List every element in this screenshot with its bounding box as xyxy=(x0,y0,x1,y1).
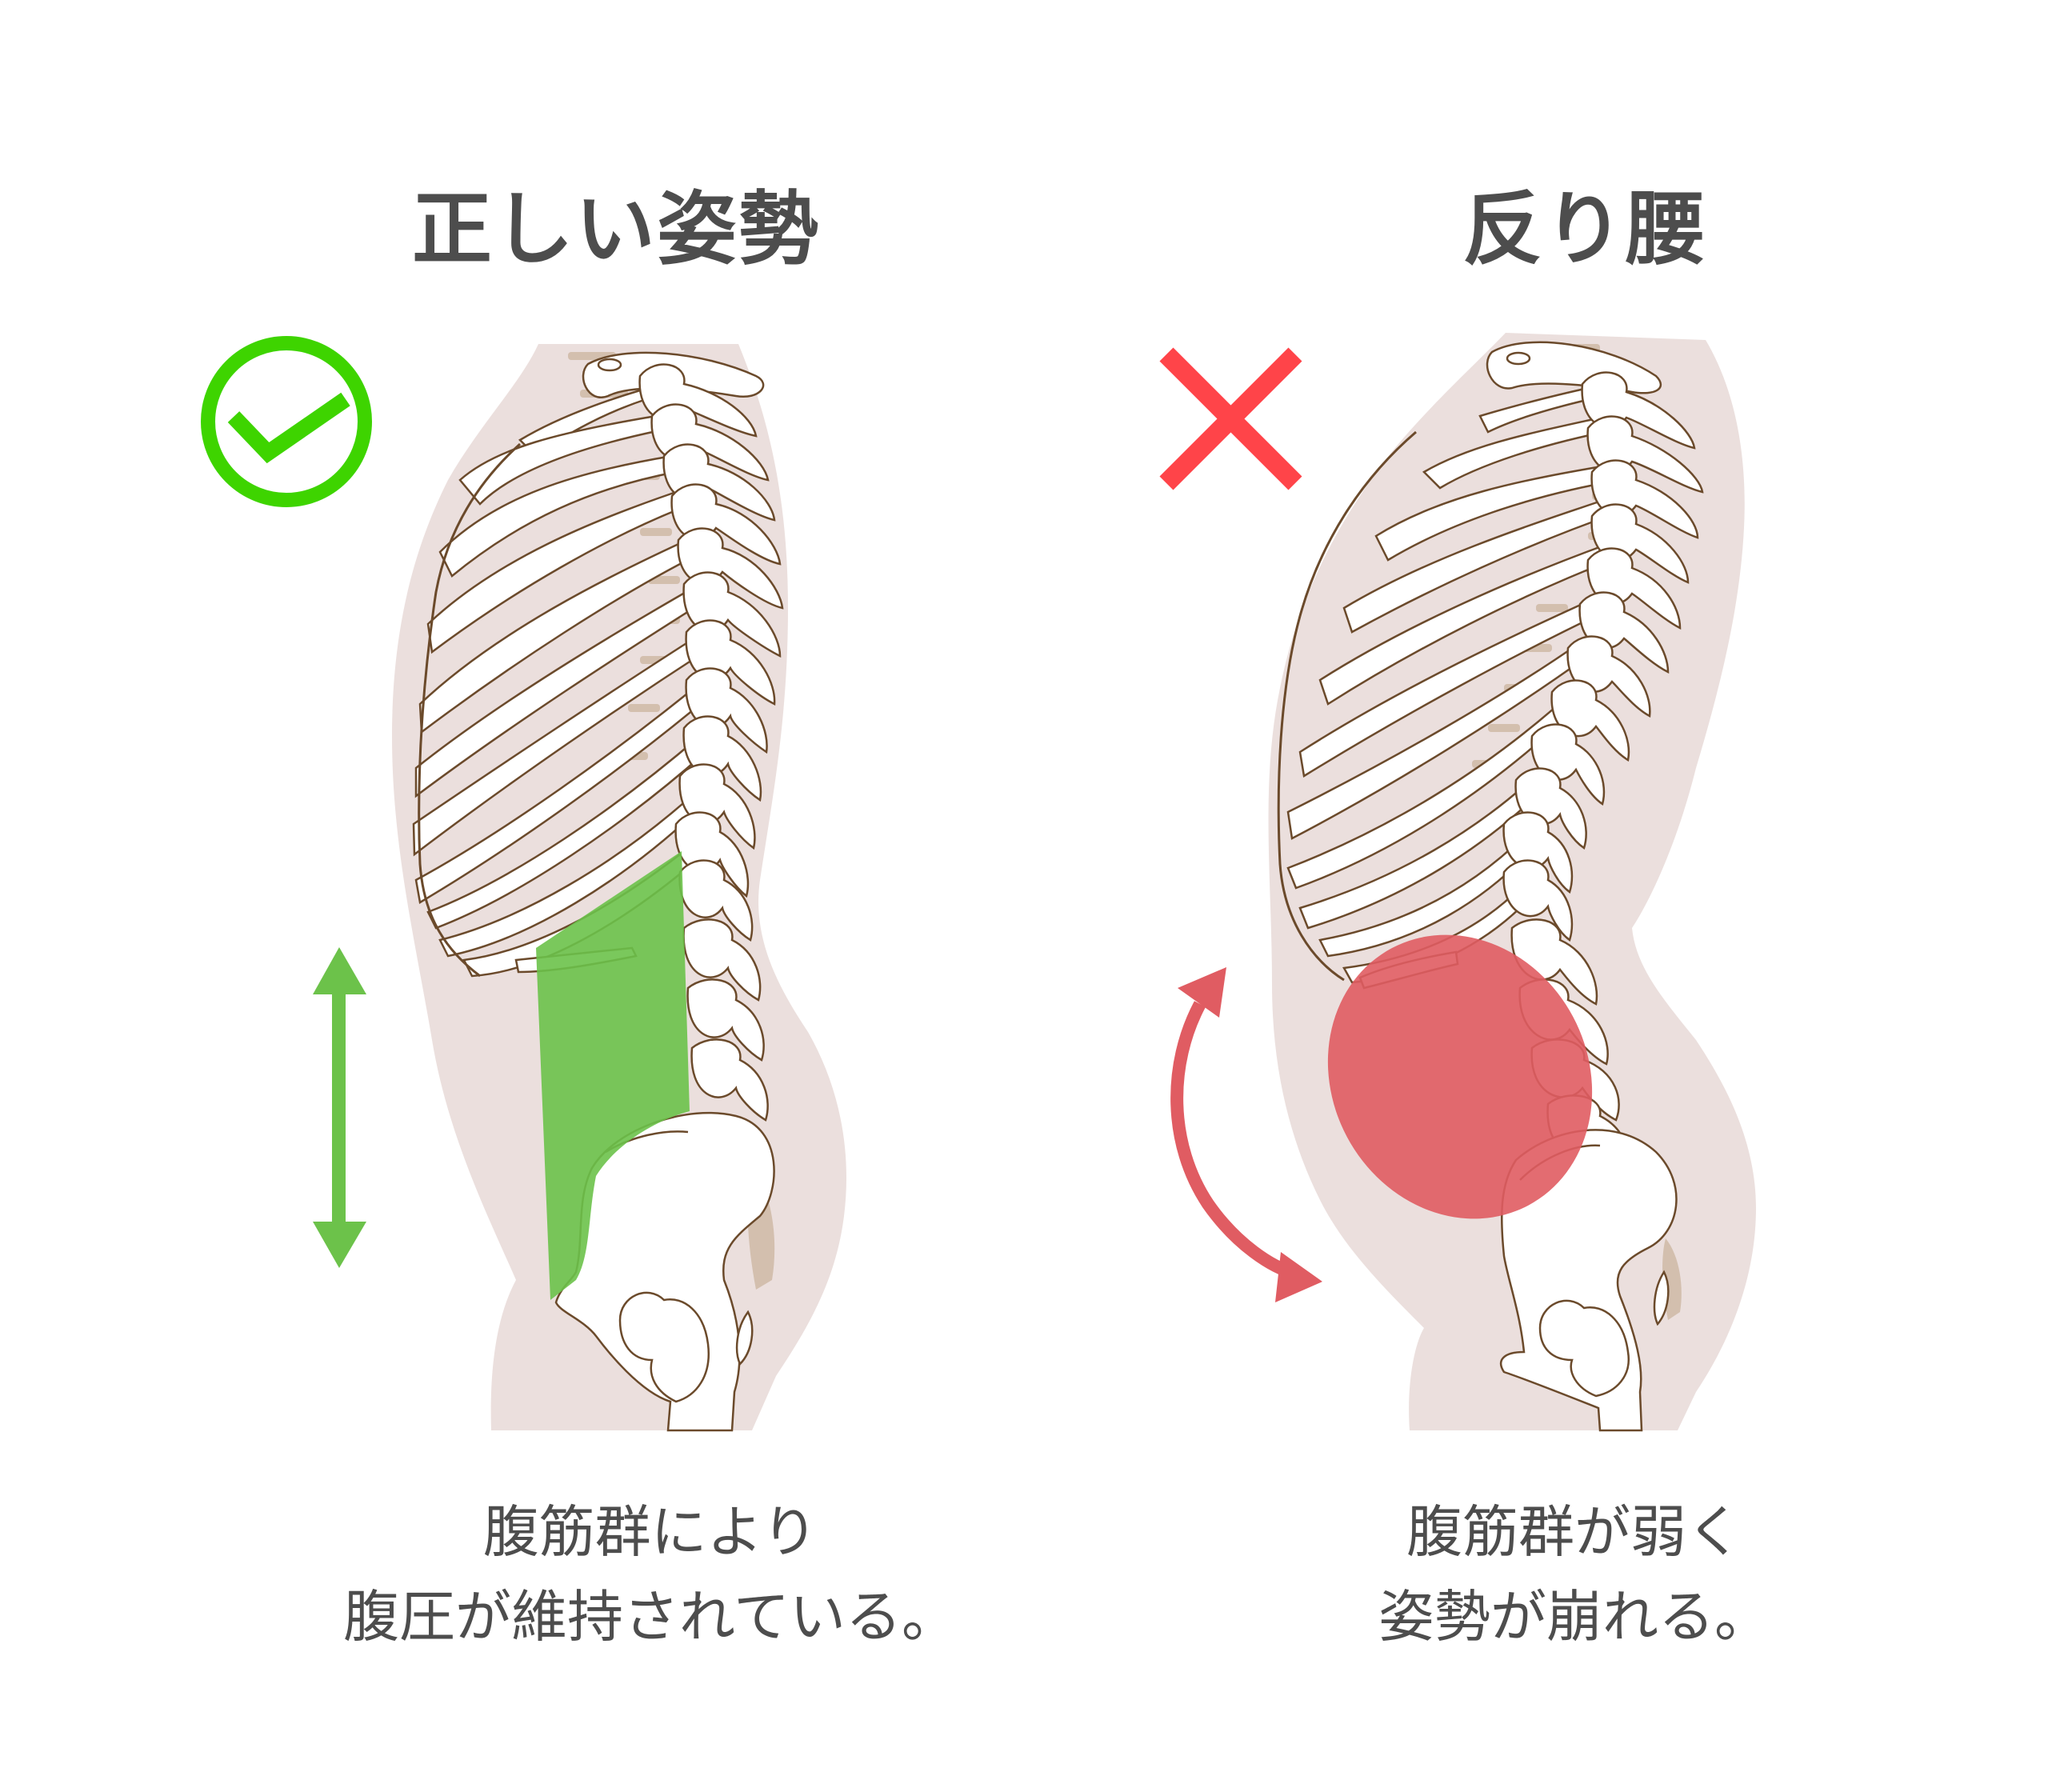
left-spine xyxy=(582,351,784,1122)
right-title: 反り腰 xyxy=(1462,182,1707,276)
right-caption: 腹筋群が弱く 姿勢が崩れる。 xyxy=(1334,1490,1814,1659)
check-circle-icon xyxy=(201,336,372,507)
right-figure xyxy=(1159,333,1756,1432)
right-caption-line-2: 姿勢が崩れる。 xyxy=(1378,1584,1770,1650)
left-figure xyxy=(201,336,846,1432)
right-abdominal-pressure xyxy=(1327,934,1593,1219)
left-caption-line-1: 腹筋群により xyxy=(482,1499,818,1565)
cross-icon xyxy=(1159,347,1302,490)
right-pelvis xyxy=(1499,1129,1678,1432)
left-title: 正しい姿勢 xyxy=(412,182,820,276)
right-caption-line-1: 腹筋群が弱く xyxy=(1406,1499,1742,1565)
left-caption: 腹筋群により 腹圧が維持されている。 xyxy=(330,1490,970,1659)
left-abdominal-muscle xyxy=(536,851,690,1300)
left-pelvis xyxy=(554,1111,775,1432)
curved-double-arrow-icon xyxy=(1170,967,1322,1302)
right-spine xyxy=(1486,341,1704,1170)
vertical-double-arrow-icon xyxy=(313,947,366,1268)
left-caption-line-2: 腹圧が維持されている。 xyxy=(343,1584,958,1650)
